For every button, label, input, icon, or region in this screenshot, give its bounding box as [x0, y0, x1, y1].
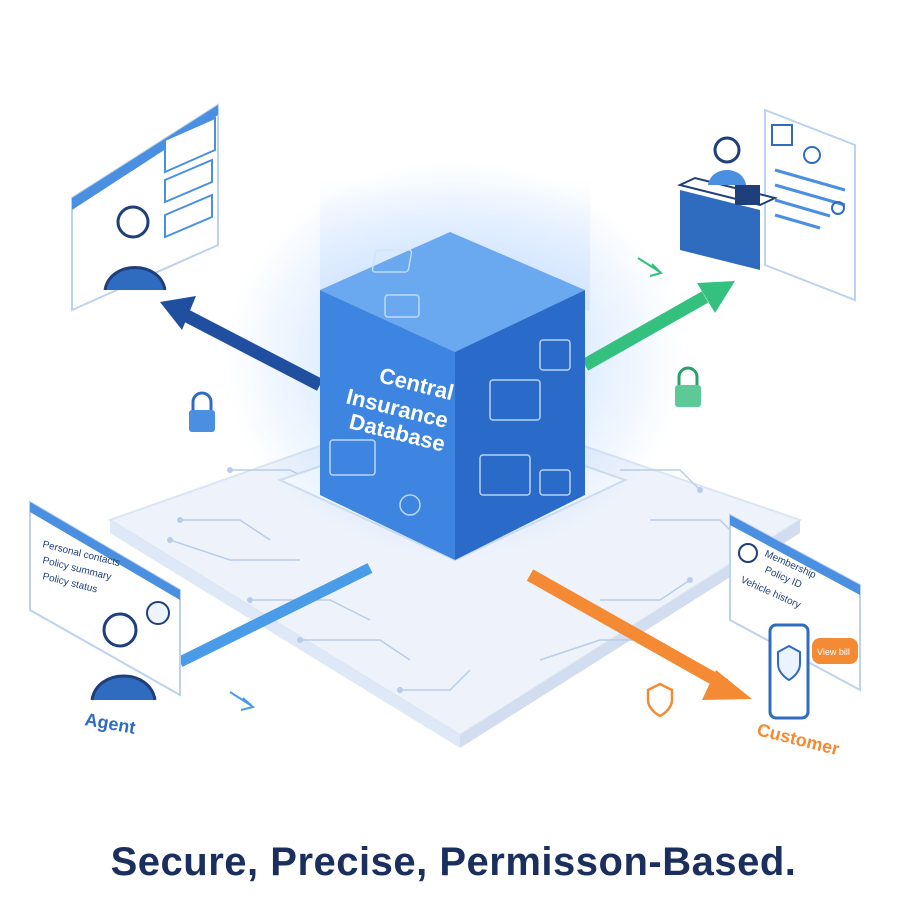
view-bill-label: View bill — [817, 647, 850, 657]
user-icon — [146, 601, 170, 625]
central-database-cube: Central Insurance Database — [320, 232, 585, 560]
agent-window-top — [71, 103, 219, 312]
shield-icon — [646, 682, 674, 718]
lock-icon — [675, 366, 701, 407]
headset-agent-avatar — [103, 205, 167, 291]
arrow-to-customer — [526, 569, 752, 700]
view-bill-badge[interactable] — [812, 638, 858, 664]
small-arrow-icon — [240, 697, 256, 711]
clock-icon — [803, 146, 821, 164]
arrow-to-top-agent — [160, 296, 323, 391]
lock-icon — [189, 391, 215, 432]
arrow-from-agent — [177, 563, 373, 667]
staff-desk-scene — [677, 108, 856, 302]
small-arrow-icon — [649, 263, 663, 277]
headset-agent-avatar — [90, 612, 157, 701]
arrow-to-staff — [581, 281, 735, 371]
user-icon — [831, 201, 845, 215]
customer-label: Customer — [755, 719, 841, 759]
agent-info-panel: Personal contacts Policy summary Policy … — [29, 500, 181, 701]
calendar-icon — [771, 124, 793, 146]
tagline: Secure, Precise, Permisson-Based. — [110, 840, 797, 884]
user-icon — [738, 543, 758, 563]
agent-label: Agent — [83, 709, 137, 738]
customer-info-panel: Membership Policy ID Vehicle history Vie… — [729, 513, 861, 720]
